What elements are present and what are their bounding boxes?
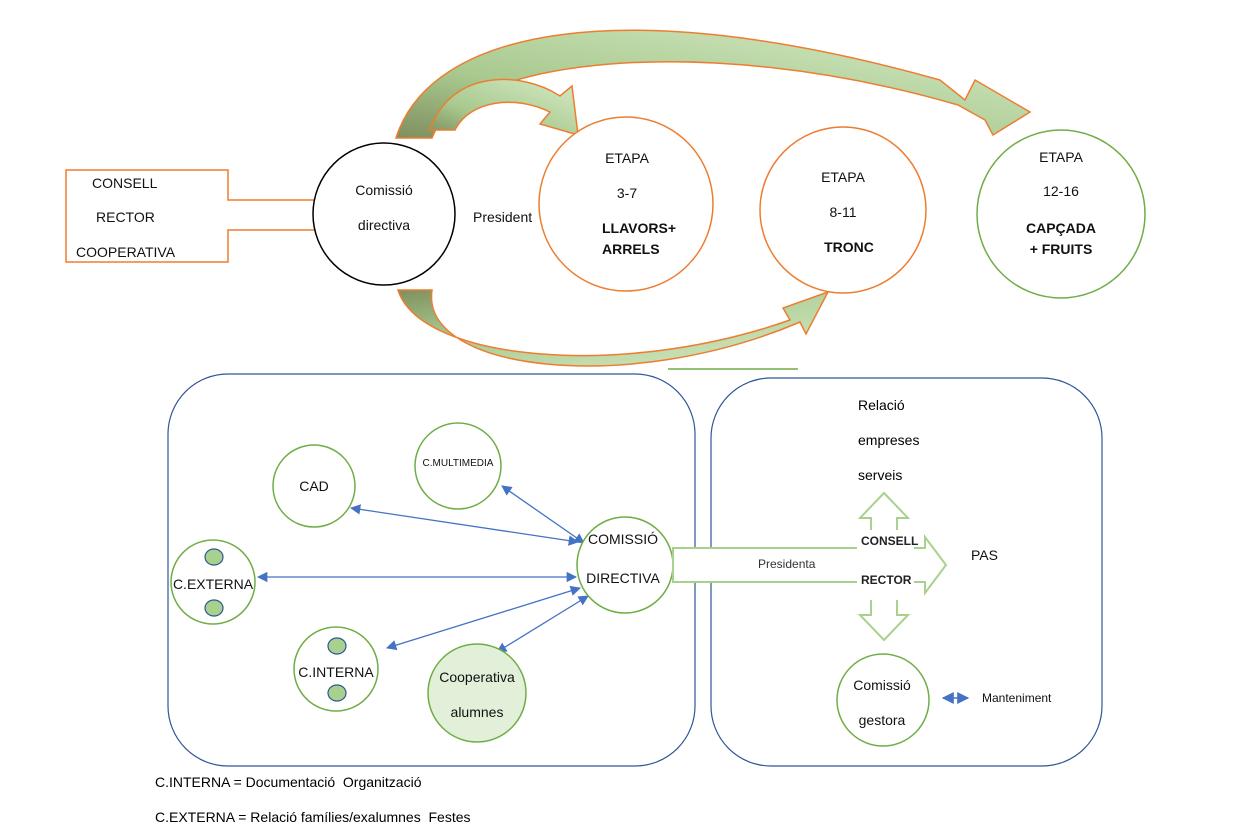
etapa3-name1: CAPÇADA xyxy=(1026,220,1096,236)
consell-rector-line1: CONSELL xyxy=(861,534,919,548)
consell-box xyxy=(65,169,318,263)
cooperativa-label: COOPERATIVA xyxy=(76,244,176,260)
legend-externa: C.EXTERNA = Relació famílies/exalumnes F… xyxy=(155,809,471,825)
etapa3-range: 12-16 xyxy=(1043,183,1079,199)
presidenta-label: Presidenta xyxy=(758,557,816,571)
comissio-label: Comissió xyxy=(355,182,413,198)
curved-arrow-to-etapa-3-7 xyxy=(428,78,579,137)
consell-rector-bg xyxy=(857,530,914,600)
president-label: President xyxy=(473,209,533,225)
pas-label: PAS xyxy=(971,547,998,563)
cad-circle xyxy=(272,444,356,528)
gestora-circle xyxy=(836,653,930,747)
etapa1-name1: LLAVORS+ xyxy=(602,220,677,236)
cooperativa-circle xyxy=(427,643,527,743)
consell-rector-line2: RECTOR xyxy=(861,573,912,587)
manteniment-label: Manteniment xyxy=(982,691,1052,705)
directiva-label: directiva xyxy=(357,217,411,233)
etapa1-label: ETAPA xyxy=(605,150,649,166)
externa-dot-bottom xyxy=(204,599,224,617)
etapa-8-11-circle xyxy=(759,126,927,294)
cad-label: CAD xyxy=(299,478,329,494)
interna-label: C.INTERNA xyxy=(298,664,374,680)
etapa2-name1: TRONC xyxy=(824,239,874,255)
etapa3-label: ETAPA xyxy=(1039,149,1083,165)
etapa-12-16-circle xyxy=(976,129,1146,299)
multimedia-circle xyxy=(414,422,502,510)
externa-dot-top xyxy=(204,548,224,566)
relacio-line2: empreses xyxy=(858,432,920,448)
curved-arrow-to-etapa-8-11 xyxy=(396,289,830,367)
relacio-line3: serveis xyxy=(858,467,903,483)
consell-label: CONSELL xyxy=(92,175,158,191)
rector-label: RECTOR xyxy=(96,209,155,225)
curved-arrow-to-etapa-12-16 xyxy=(394,29,1032,139)
interna-dot-top xyxy=(327,637,347,655)
externa-label: C.EXTERNA xyxy=(172,576,254,592)
interna-circle xyxy=(293,626,379,712)
externa-circle xyxy=(170,539,256,625)
relacio-block: Relació empreses serveis xyxy=(858,388,919,493)
relacio-line1: Relació xyxy=(858,397,905,413)
etapa2-label: ETAPA xyxy=(821,169,865,185)
etapa1-range: 3-7 xyxy=(616,185,638,201)
interna-dot-bottom xyxy=(327,684,347,702)
gestora-line1: Comissió xyxy=(853,677,911,693)
legend-interna: C.INTERNA = Documentació Organització xyxy=(155,774,422,790)
comissio-directiva-line2: DIRECTIVA xyxy=(586,570,660,586)
comissio-directiva-line1: COMISSIÓ xyxy=(587,531,659,547)
etapa1-name2: ARRELS xyxy=(602,241,660,257)
cooperativa-line2: alumnes xyxy=(450,704,504,720)
etapa-3-7-circle xyxy=(538,116,714,292)
etapa3-name2: + FRUITS xyxy=(1029,241,1093,257)
multimedia-label: C.MULTIMEDIA xyxy=(422,458,494,469)
arrow-multimedia xyxy=(501,485,585,544)
cooperativa-line1: Cooperativa xyxy=(439,669,515,685)
gestora-line2: gestora xyxy=(858,712,906,728)
etapa2-range: 8-11 xyxy=(829,204,857,220)
comissio-directiva-circle xyxy=(312,142,456,286)
arrow-cooperativa xyxy=(496,595,589,653)
